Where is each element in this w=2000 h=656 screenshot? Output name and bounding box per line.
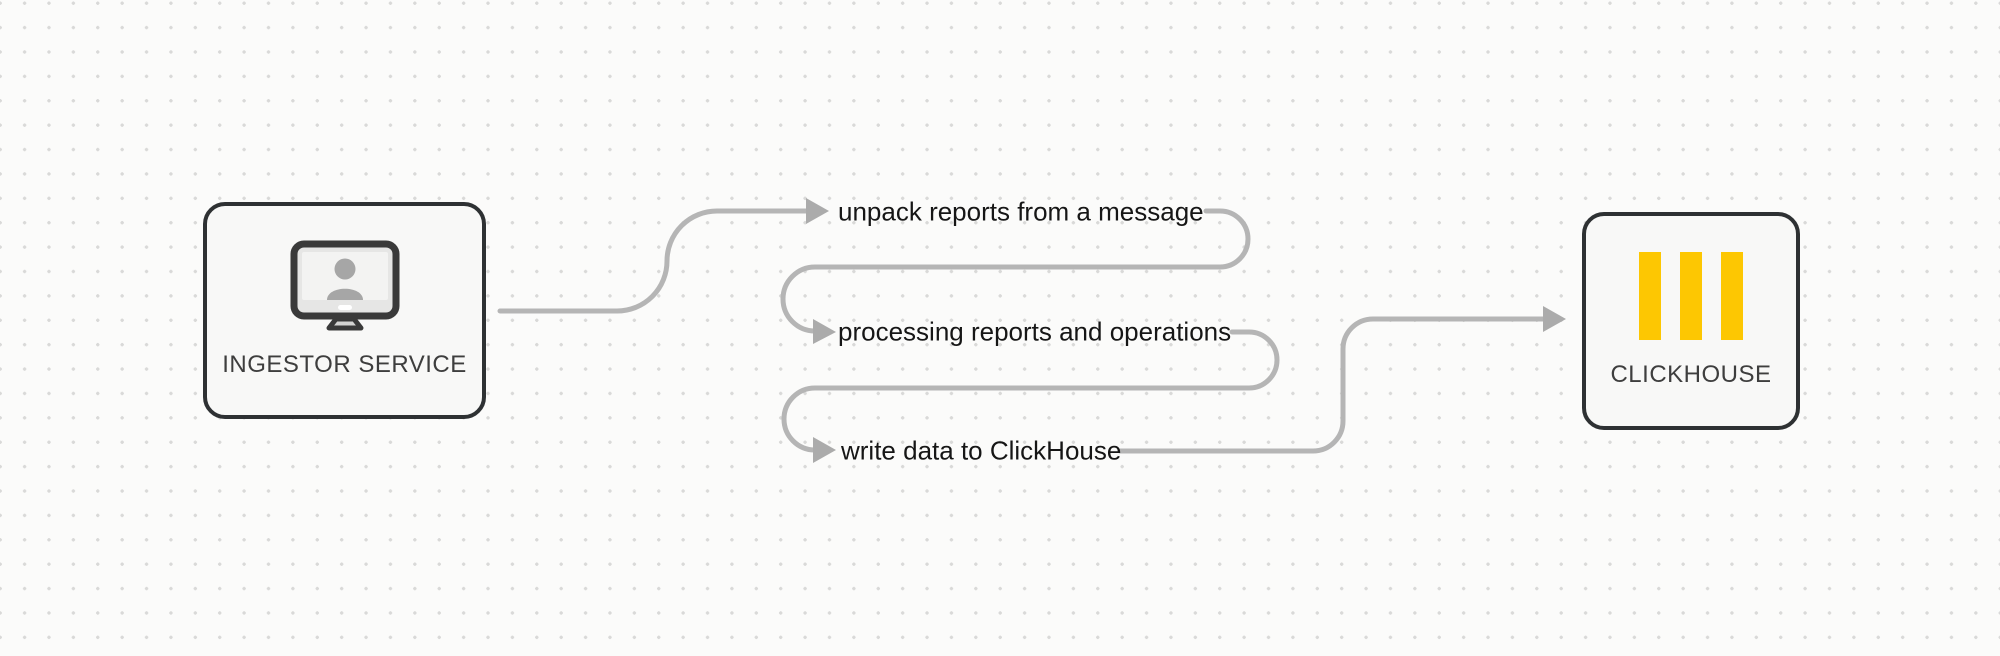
connector-step1-to-step2	[780, 208, 1251, 334]
connector-step3-to-clickhouse	[1117, 316, 1546, 454]
monitor-user-icon	[290, 240, 399, 331]
clickhouse-bars-icon	[1639, 252, 1743, 340]
arrowhead-icon	[813, 437, 836, 463]
connector-step2-to-step3	[781, 329, 1280, 453]
node-ingestor-service[interactable]: INGESTOR SERVICE	[203, 202, 486, 419]
connector-ingestor-to-step1	[497, 208, 809, 314]
step-label-write: write data to ClickHouse	[841, 435, 1122, 466]
step-label-unpack: unpack reports from a message	[838, 196, 1204, 227]
arrowhead-icon	[813, 319, 836, 344]
step-label-processing: processing reports and operations	[838, 316, 1232, 347]
arrowhead-icon	[806, 198, 829, 224]
arrowhead-icon	[1543, 306, 1566, 332]
node-ingestor-label: INGESTOR SERVICE	[222, 351, 467, 378]
node-clickhouse-label: CLICKHOUSE	[1610, 361, 1772, 388]
node-clickhouse[interactable]: CLICKHOUSE	[1582, 212, 1800, 430]
